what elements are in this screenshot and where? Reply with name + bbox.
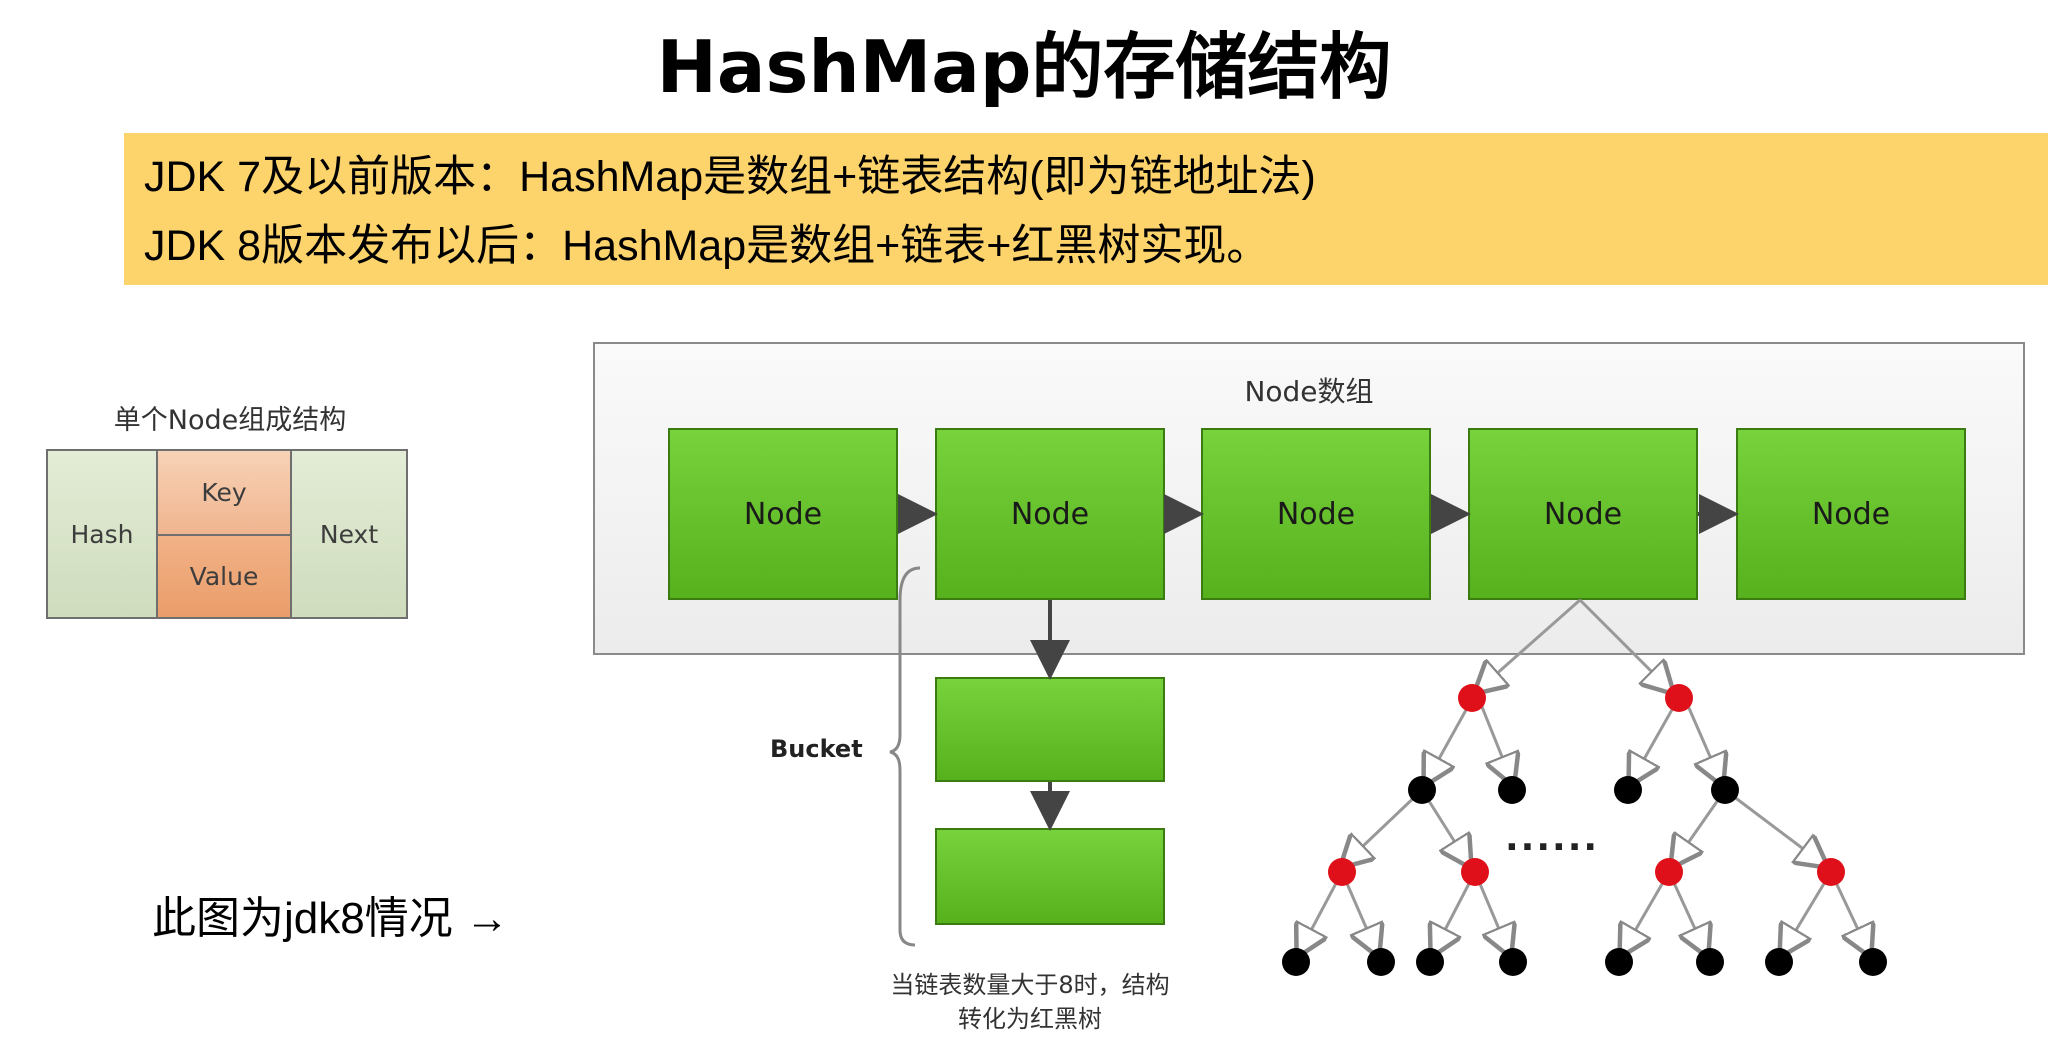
tree-ellipsis: ...... <box>1505 818 1600 859</box>
bucket-label: Bucket <box>770 735 863 763</box>
banner-line-jdk7: JDK 7及以前版本：HashMap是数组+链表结构(即为链地址法) <box>144 153 1316 201</box>
bucket-node-1 <box>935 677 1165 782</box>
black-node <box>1605 948 1633 976</box>
array-node-label: Node <box>1276 496 1356 532</box>
black-node <box>1282 948 1310 976</box>
red-node <box>1665 684 1693 712</box>
red-node <box>1461 858 1489 886</box>
bucket-caption: 当链表数量大于8时，结构 转化为红黑树 <box>860 968 1200 1036</box>
value-cell: Value <box>156 534 292 619</box>
black-node <box>1696 948 1724 976</box>
key-label: Key <box>201 478 247 507</box>
tree-nodes <box>1282 684 1887 976</box>
black-node <box>1614 776 1642 804</box>
array-node-label: Node <box>1543 496 1623 532</box>
black-node <box>1367 948 1395 976</box>
bucket-node-2 <box>935 828 1165 925</box>
array-node-label: Node <box>743 496 823 532</box>
node-array-label: Node数组 <box>1244 375 1374 408</box>
page-title: HashMap的存储结构 <box>656 25 1392 109</box>
red-node <box>1655 858 1683 886</box>
black-node <box>1408 776 1436 804</box>
black-node <box>1765 948 1793 976</box>
hash-label: Hash <box>70 519 134 549</box>
array-node-2: Node <box>935 428 1165 600</box>
bucket-caption-line2: 转化为红黑树 <box>958 1005 1102 1033</box>
array-node-4: Node <box>1468 428 1698 600</box>
value-label: Value <box>189 562 259 591</box>
tree-edges <box>1298 598 1870 955</box>
hash-cell: Hash <box>46 449 158 619</box>
info-banner: JDK 7及以前版本：HashMap是数组+链表结构(即为链地址法) JDK 8… <box>124 133 2048 285</box>
black-node <box>1499 948 1527 976</box>
next-cell: Next <box>290 449 408 619</box>
array-node-5: Node <box>1736 428 1966 600</box>
red-node <box>1328 858 1356 886</box>
black-node <box>1711 776 1739 804</box>
array-node-1: Node <box>668 428 898 600</box>
bucket-brace <box>889 566 921 947</box>
array-node-label: Node <box>1010 496 1090 532</box>
black-node <box>1416 948 1444 976</box>
next-label: Next <box>319 519 379 549</box>
red-node <box>1817 858 1845 886</box>
black-node <box>1498 776 1526 804</box>
banner-line-jdk8: JDK 8版本发布以后：HashMap是数组+链表+红黑树实现。 <box>144 222 1270 270</box>
black-node <box>1859 948 1887 976</box>
single-node-title: 单个Node组成结构 <box>113 405 347 436</box>
array-node-3: Node <box>1201 428 1431 600</box>
array-node-label: Node <box>1811 496 1891 532</box>
bucket-caption-line1: 当链表数量大于8时，结构 <box>890 971 1170 999</box>
jdk8-note: 此图为jdk8情况 → <box>152 894 509 943</box>
red-node <box>1458 684 1486 712</box>
